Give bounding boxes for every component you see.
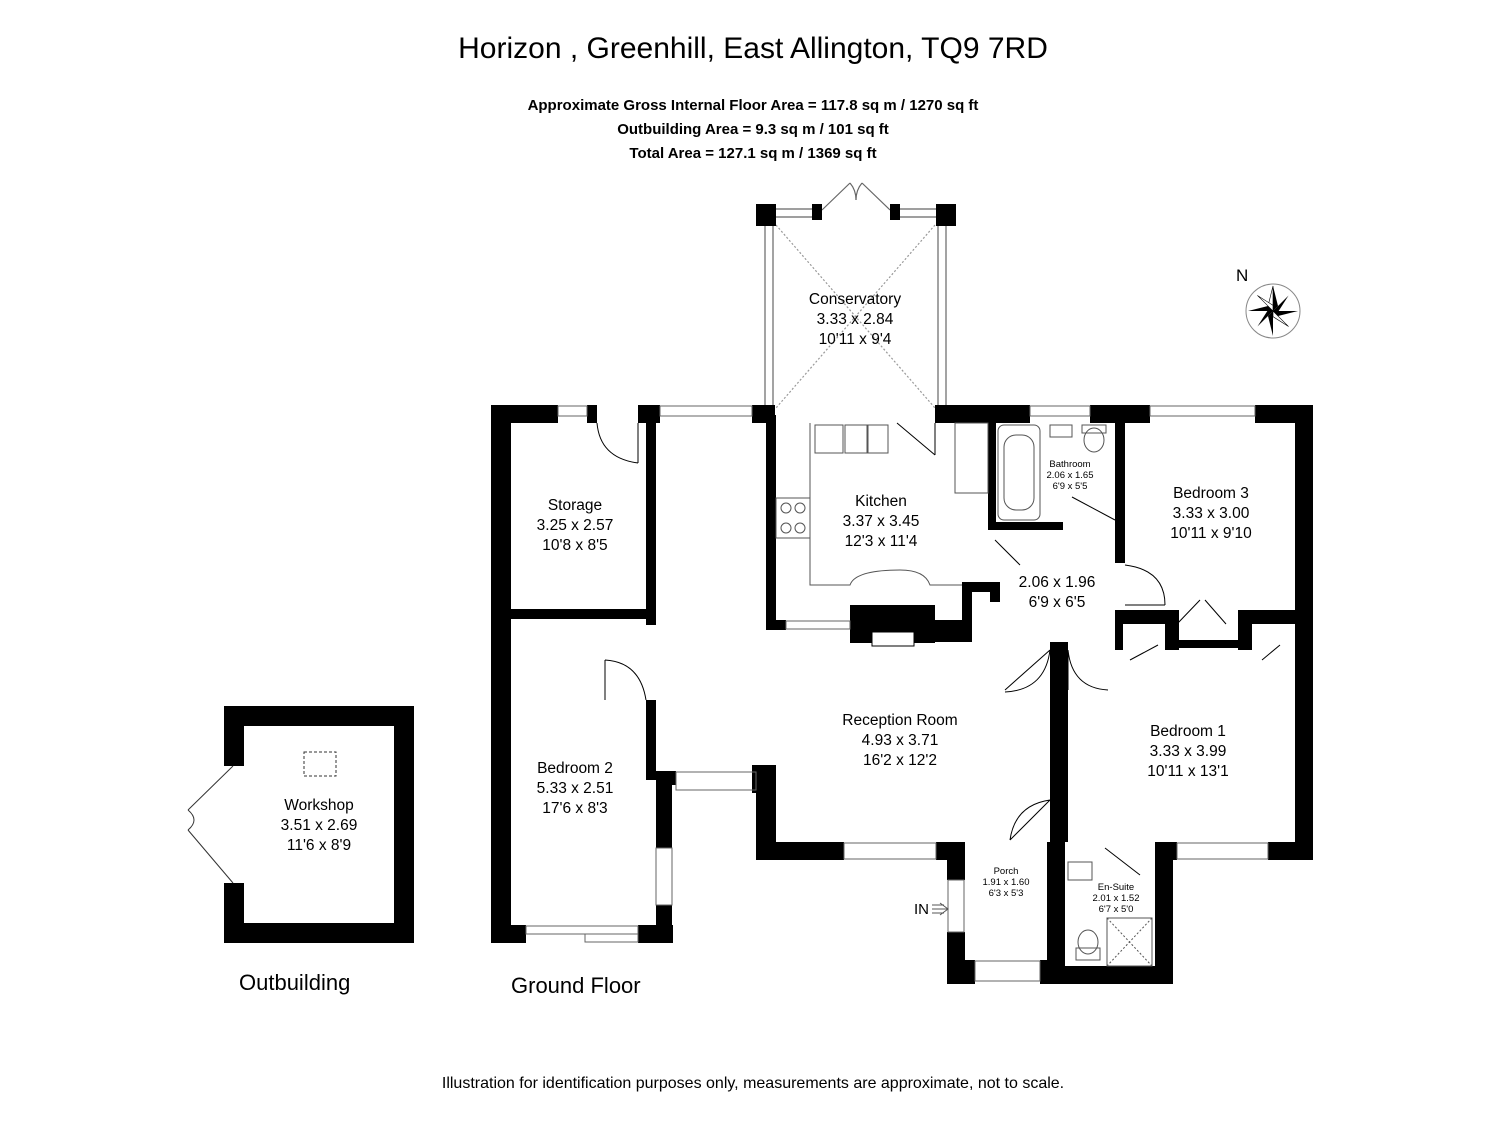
room-imperial: 6'9 x 6'5 bbox=[1028, 594, 1086, 611]
room-name: Bedroom 1 bbox=[1150, 723, 1226, 740]
room-name: Porch bbox=[993, 866, 1019, 877]
ground-floor-section-label: Ground Floor bbox=[511, 973, 641, 998]
room-metric: 1.91 x 1.60 bbox=[982, 877, 1030, 888]
room-imperial: 17'6 x 8'3 bbox=[542, 800, 608, 817]
room-name: Conservatory bbox=[808, 291, 902, 308]
plan-title: Horizon , Greenhill, East Allington, TQ9… bbox=[458, 32, 1048, 65]
room-name: Bedroom 3 bbox=[1173, 485, 1249, 502]
room-reception: Reception Room 4.93 x 3.71 16'2 x 12'2 bbox=[820, 711, 980, 771]
windows bbox=[525, 405, 1269, 982]
room-imperial: 16'2 x 12'2 bbox=[862, 752, 937, 769]
room-name: Kitchen bbox=[855, 493, 907, 510]
room-name: En-Suite bbox=[1097, 882, 1135, 893]
outbuilding-doors bbox=[187, 751, 337, 884]
entrance-arrow-icon bbox=[932, 902, 949, 916]
disclaimer-footer: Illustration for identification purposes… bbox=[441, 1075, 1065, 1092]
room-name: Storage bbox=[547, 497, 603, 514]
room-imperial: 10'11 x 13'1 bbox=[1147, 763, 1229, 780]
room-imperial: 6'9 x 5'5 bbox=[1052, 481, 1088, 492]
room-workshop: Workshop 3.51 x 2.69 11'6 x 8'9 bbox=[264, 796, 374, 856]
room-metric: 2.01 x 1.52 bbox=[1092, 893, 1140, 904]
room-imperial: 6'7 x 5'0 bbox=[1098, 904, 1134, 915]
room-name: Bedroom 2 bbox=[537, 760, 613, 777]
room-imperial: 10'11 x 9'4 bbox=[818, 331, 892, 348]
room-metric: 4.93 x 3.71 bbox=[861, 732, 939, 749]
door-swings bbox=[596, 422, 1281, 876]
room-imperial: 6'3 x 5'3 bbox=[988, 888, 1024, 899]
interior-walls bbox=[505, 415, 1305, 943]
room-name: Bathroom bbox=[1049, 459, 1091, 470]
compass-north-label: N bbox=[1236, 266, 1249, 285]
room-bedroom-2: Bedroom 2 5.33 x 2.51 17'6 x 8'3 bbox=[520, 759, 630, 819]
room-metric: 3.33 x 3.00 bbox=[1172, 505, 1250, 522]
room-metric: 3.51 x 2.69 bbox=[280, 817, 358, 834]
room-bathroom: Bathroom 2.06 x 1.65 6'9 x 5'5 bbox=[1039, 459, 1101, 492]
room-name: Reception Room bbox=[842, 712, 958, 729]
room-hall: 2.06 x 1.96 6'9 x 6'5 bbox=[1002, 573, 1112, 613]
room-kitchen: Kitchen 3.37 x 3.45 12'3 x 11'4 bbox=[826, 492, 936, 552]
outbuilding-area: Outbuilding Area = 9.3 sq m / 101 sq ft bbox=[617, 121, 889, 138]
room-imperial: 11'6 x 8'9 bbox=[286, 837, 352, 854]
room-metric: 3.33 x 2.84 bbox=[816, 311, 894, 328]
conservatory-posts bbox=[756, 204, 956, 226]
total-area: Total Area = 127.1 sq m / 1369 sq ft bbox=[629, 145, 877, 162]
room-metric: 5.33 x 2.51 bbox=[536, 780, 614, 797]
room-porch: Porch 1.91 x 1.60 6'3 x 5'3 bbox=[978, 866, 1034, 899]
room-bedroom-1: Bedroom 1 3.33 x 3.99 10'11 x 13'1 bbox=[1132, 722, 1244, 782]
ensuite-fittings bbox=[1067, 861, 1153, 967]
gross-internal-area: Approximate Gross Internal Floor Area = … bbox=[527, 97, 979, 114]
room-bedroom-3: Bedroom 3 3.33 x 3.00 10'11 x 9'10 bbox=[1155, 484, 1267, 544]
room-en-suite: En-Suite 2.01 x 1.52 6'7 x 5'0 bbox=[1084, 882, 1148, 915]
outbuilding-walls bbox=[224, 706, 414, 943]
room-metric: 3.25 x 2.57 bbox=[536, 517, 614, 534]
room-name: Workshop bbox=[284, 797, 354, 814]
room-metric: 3.33 x 3.99 bbox=[1149, 743, 1227, 760]
entrance-label: IN bbox=[914, 901, 929, 918]
room-conservatory: Conservatory 3.33 x 2.84 10'11 x 9'4 bbox=[790, 290, 920, 350]
room-imperial: 10'8 x 8'5 bbox=[542, 537, 608, 554]
room-metric: 2.06 x 1.96 bbox=[1018, 574, 1096, 591]
compass-rose-icon bbox=[1245, 283, 1301, 339]
kitchen-fittings bbox=[775, 422, 989, 586]
room-storage: Storage 3.25 x 2.57 10'8 x 8'5 bbox=[520, 496, 630, 556]
room-metric: 2.06 x 1.65 bbox=[1046, 470, 1094, 481]
conservatory-structure bbox=[764, 182, 947, 409]
exterior-walls bbox=[491, 405, 1313, 984]
room-metric: 3.37 x 3.45 bbox=[842, 513, 920, 530]
room-imperial: 12'3 x 11'4 bbox=[844, 533, 918, 550]
outbuilding-section-label: Outbuilding bbox=[239, 970, 351, 995]
bathroom-fittings bbox=[997, 424, 1107, 521]
room-imperial: 10'11 x 9'10 bbox=[1170, 525, 1252, 542]
